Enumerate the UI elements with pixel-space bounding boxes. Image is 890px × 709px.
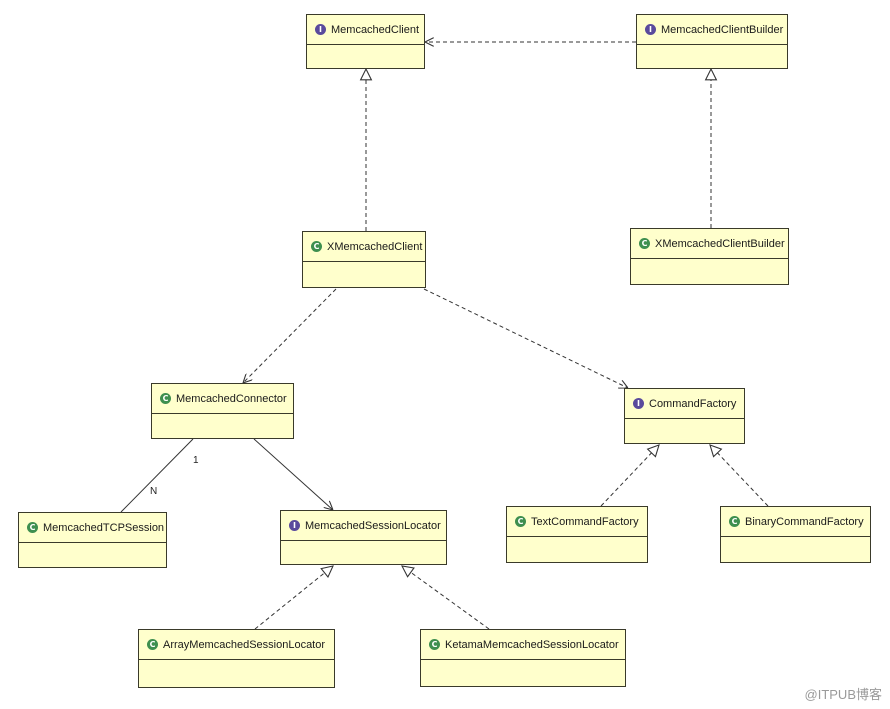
node-memcached-client[interactable]: I MemcachedClient: [306, 14, 425, 69]
interface-icon: I: [633, 398, 644, 409]
node-label: MemcachedSessionLocator: [305, 519, 441, 532]
node-text-command-factory[interactable]: C TextCommandFactory: [506, 506, 648, 563]
node-label: MemcachedConnector: [176, 392, 287, 405]
edge-textfactory-realizes: [600, 445, 659, 507]
node-memcached-tcp-session[interactable]: C MemcachedTCPSession: [18, 512, 167, 568]
interface-icon: I: [289, 520, 300, 531]
node-label: XMemcachedClientBuilder: [655, 237, 785, 250]
class-icon: C: [639, 238, 650, 249]
node-ketama-session-locator[interactable]: C KetamaMemcachedSessionLocator: [420, 629, 626, 687]
node-array-session-locator[interactable]: C ArrayMemcachedSessionLocator: [138, 629, 335, 688]
class-icon: C: [729, 516, 740, 527]
node-label: MemcachedClientBuilder: [661, 23, 784, 36]
node-xmemcached-client[interactable]: C XMemcachedClient: [302, 231, 426, 288]
class-icon: C: [515, 516, 526, 527]
edge-connector-to-locator: [253, 438, 333, 510]
node-memcached-client-builder[interactable]: I MemcachedClientBuilder: [636, 14, 788, 69]
interface-icon: I: [645, 24, 656, 35]
watermark: @ITPUB博客: [804, 687, 882, 702]
edge-binaryfactory-realizes: [710, 445, 769, 507]
edge-xclient-to-connector: [243, 288, 337, 383]
node-binary-command-factory[interactable]: C BinaryCommandFactory: [720, 506, 871, 563]
class-icon: C: [27, 522, 38, 533]
multiplicity-one: 1: [193, 455, 199, 466]
interface-icon: I: [315, 24, 326, 35]
node-command-factory[interactable]: I CommandFactory: [624, 388, 745, 444]
edge-connector-tcpsession: [120, 438, 194, 513]
node-memcached-session-locator[interactable]: I MemcachedSessionLocator: [280, 510, 447, 565]
edge-xclient-to-commandfactory: [423, 288, 628, 388]
class-icon: C: [429, 639, 440, 650]
class-icon: C: [147, 639, 158, 650]
node-label: KetamaMemcachedSessionLocator: [445, 638, 619, 651]
class-icon: C: [160, 393, 171, 404]
node-label: XMemcachedClient: [327, 240, 423, 253]
node-label: CommandFactory: [649, 397, 737, 410]
edge-ketamalocator-realizes: [402, 566, 490, 630]
node-label: MemcachedClient: [331, 23, 420, 36]
multiplicity-many: N: [150, 486, 158, 497]
node-memcached-connector[interactable]: C MemcachedConnector: [151, 383, 294, 439]
node-xmemcached-client-builder[interactable]: C XMemcachedClientBuilder: [630, 228, 789, 285]
node-label: TextCommandFactory: [531, 515, 639, 528]
node-label: BinaryCommandFactory: [745, 515, 864, 528]
class-icon: C: [311, 241, 322, 252]
node-label: MemcachedTCPSession: [43, 521, 165, 534]
edge-arraylocator-realizes: [254, 566, 333, 630]
node-label: ArrayMemcachedSessionLocator: [163, 638, 326, 651]
